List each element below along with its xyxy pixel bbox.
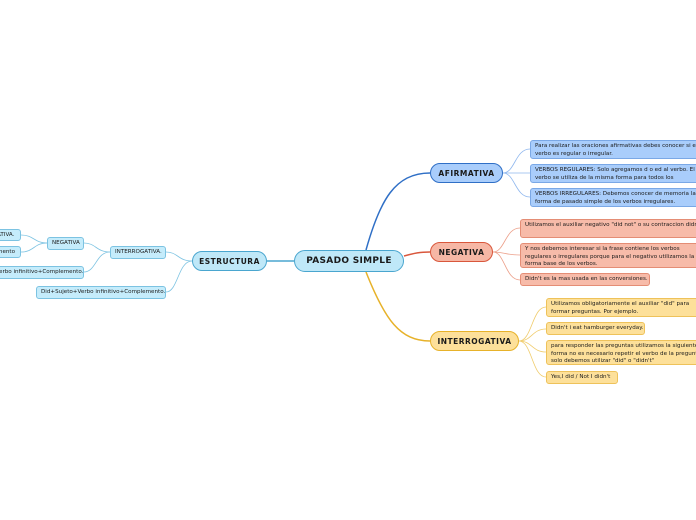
connector-afirmativa [365,172,431,251]
connector-afirmativa-leaf-3 [502,172,531,198]
afirmativa-leaf-2[interactable]: VERBOS REGULARES: Solo agregamos d o ed … [530,164,696,183]
afirmativa-leaf-3[interactable]: VERBOS IRREGULARES: Debemos conocer de m… [530,188,696,207]
interrogativa-leaf-3[interactable]: para responder las preguntas utilizamos … [546,340,696,365]
estructura-negativa-node[interactable]: NEGATIVA [47,237,84,250]
connector-interrogativa-negativa [83,242,111,253]
negativa-child-ativa[interactable]: ATIVA. [0,229,21,241]
negativa-leaf-2[interactable]: Y nos debemos interesar si la frase cont… [520,243,696,268]
branch-negativa[interactable]: NEGATIVA [430,242,493,262]
negativa-child-mento[interactable]: mento [0,246,21,258]
connector-interrogativa-leaf-4 [518,340,547,378]
connector-negativa-mento [20,242,48,253]
estructura-interrogativa-node[interactable]: INTERROGATIVA. [110,246,166,259]
connector-interrogativa-leaf-2 [518,328,547,342]
interrogativa-leaf-2[interactable]: Didn't i eat hamburger everyday. [546,322,645,335]
estructura-verbo-infinitivo-leaf[interactable]: erbo infinitivo+Complemento. [0,266,84,279]
afirmativa-leaf-1[interactable]: Para realizar las oraciones afirmativas … [530,140,696,159]
central-topic[interactable]: PASADO SIMPLE [294,250,404,272]
connector-negativa-leaf-2 [492,251,521,256]
connector-estructura-interrogativa [165,251,193,262]
branch-estructura[interactable]: ESTRUCTURA [192,251,267,271]
connector-negativa-leaf-1 [492,227,521,253]
negativa-leaf-1[interactable]: Utilizamos el auxiliar negativo "did not… [520,219,696,238]
connector-estructura-did [165,260,193,293]
connector-negativa-leaf-3 [492,251,521,281]
connector-interrogativa-leaf-1 [518,306,547,342]
interrogativa-leaf-1[interactable]: Utilizamos obligatoriamente el auxiliar … [546,298,696,317]
connector-negativa [403,251,431,257]
interrogativa-leaf-4[interactable]: Yes,I did / Not I didn't [546,371,618,384]
estructura-did-sujeto-leaf[interactable]: Did+Sujeto+Verbo infinitivo+Complemento. [36,286,166,299]
negativa-leaf-3[interactable]: Didn't es la mas usada en las conversion… [520,273,650,286]
branch-interrogativa[interactable]: INTERROGATIVA [430,331,519,351]
branch-afirmativa[interactable]: AFIRMATIVA [430,163,503,183]
connector-negativa-ativa [20,234,48,244]
connector-interrogativa [365,271,431,342]
connector-afirmativa-leaf-1 [502,148,531,174]
connector-interrogativa-verbo [83,251,111,273]
